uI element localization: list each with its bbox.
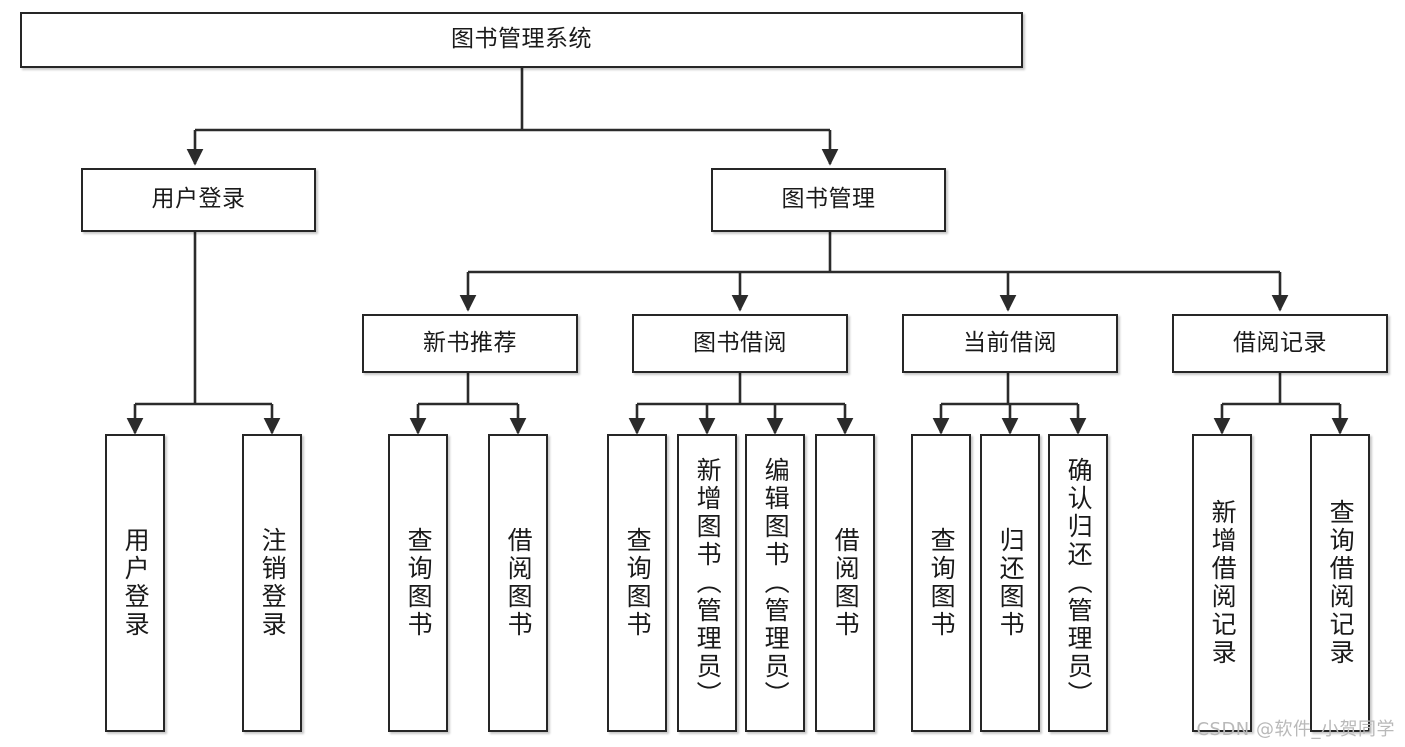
node-leaf-record-query[interactable]: 查询借阅记录 bbox=[1310, 434, 1370, 732]
node-label: 用户登录 bbox=[121, 527, 151, 639]
node-label: 图书管理 bbox=[781, 186, 876, 213]
node-label: 查询图书 bbox=[927, 527, 957, 639]
node-label: 编辑图书（管理员） bbox=[761, 457, 791, 709]
node-label: 图书借阅 bbox=[693, 329, 787, 356]
node-label: 归还图书 bbox=[996, 527, 1026, 639]
node-label: 借阅图书 bbox=[831, 527, 861, 639]
node-label: 新增借阅记录 bbox=[1208, 499, 1238, 667]
node-label: 确认归还（管理员） bbox=[1064, 457, 1094, 709]
node-leaf-borrow-add-book[interactable]: 新增图书（管理员） bbox=[677, 434, 737, 732]
node-leaf-borrow-query[interactable]: 查询图书 bbox=[607, 434, 667, 732]
node-book-borrow[interactable]: 图书借阅 bbox=[632, 314, 848, 373]
node-label: 当前借阅 bbox=[963, 329, 1057, 356]
node-leaf-borrow-edit-book[interactable]: 编辑图书（管理员） bbox=[745, 434, 805, 732]
node-label: 借阅图书 bbox=[504, 527, 534, 639]
node-current-borrow[interactable]: 当前借阅 bbox=[902, 314, 1118, 373]
node-borrow-record[interactable]: 借阅记录 bbox=[1172, 314, 1388, 373]
node-user-login[interactable]: 用户登录 bbox=[81, 168, 316, 232]
node-leaf-user-login[interactable]: 用户登录 bbox=[105, 434, 165, 732]
node-new-book-recommend[interactable]: 新书推荐 bbox=[362, 314, 578, 373]
node-leaf-user-logout[interactable]: 注销登录 bbox=[242, 434, 302, 732]
node-leaf-newbook-query[interactable]: 查询图书 bbox=[388, 434, 448, 732]
node-label: 用户登录 bbox=[151, 186, 246, 213]
node-label: 查询图书 bbox=[623, 527, 653, 639]
node-label: 查询图书 bbox=[404, 527, 434, 639]
node-leaf-current-return[interactable]: 归还图书 bbox=[980, 434, 1040, 732]
node-leaf-newbook-borrow[interactable]: 借阅图书 bbox=[488, 434, 548, 732]
node-root-system[interactable]: 图书管理系统 bbox=[20, 12, 1023, 68]
csdn-watermark: CSDN @软件_小贺同学 bbox=[1196, 719, 1395, 740]
node-leaf-current-confirm-return[interactable]: 确认归还（管理员） bbox=[1048, 434, 1108, 732]
node-leaf-borrow-borrow-book[interactable]: 借阅图书 bbox=[815, 434, 875, 732]
node-leaf-record-add[interactable]: 新增借阅记录 bbox=[1192, 434, 1252, 732]
node-label: 注销登录 bbox=[258, 527, 288, 639]
node-label: 借阅记录 bbox=[1233, 329, 1327, 356]
node-leaf-current-query[interactable]: 查询图书 bbox=[911, 434, 971, 732]
node-label: 图书管理系统 bbox=[451, 26, 592, 53]
node-book-management[interactable]: 图书管理 bbox=[711, 168, 946, 232]
node-label: 新书推荐 bbox=[423, 329, 517, 356]
node-label: 查询借阅记录 bbox=[1326, 499, 1356, 667]
node-label: 新增图书（管理员） bbox=[693, 457, 723, 709]
